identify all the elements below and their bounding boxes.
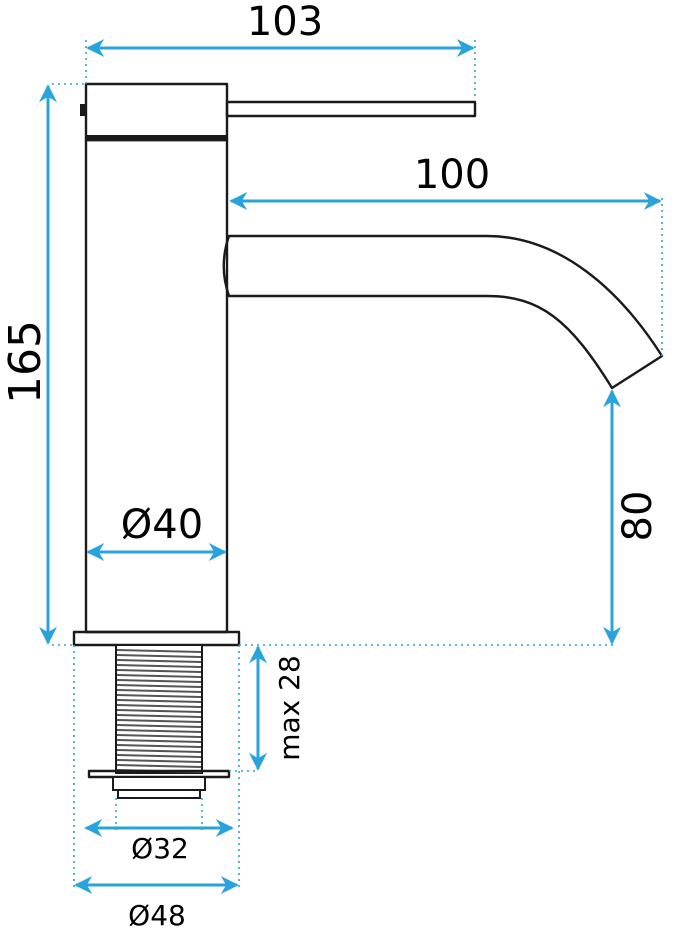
nut-lower <box>117 789 201 799</box>
nut <box>112 776 206 791</box>
thread-line <box>116 654 202 658</box>
thread-line <box>116 759 202 763</box>
thread-line <box>116 689 202 693</box>
base-flange <box>72 630 241 647</box>
thread-line <box>116 674 202 678</box>
thread-line <box>116 734 202 738</box>
threaded-shank <box>115 644 203 774</box>
label-spout-height: 80 <box>615 491 661 542</box>
thread-line <box>116 714 202 718</box>
thread-line <box>116 699 202 703</box>
handle-lever <box>225 100 477 118</box>
faucet-body <box>84 138 229 634</box>
thread-line <box>116 664 202 668</box>
thread-line <box>116 739 202 743</box>
thread-line <box>116 694 202 698</box>
dimension-arrows <box>39 39 662 894</box>
label-body-diameter: Ø40 <box>121 502 203 548</box>
label-spout-reach: 100 <box>414 152 490 198</box>
handle-cap <box>84 82 229 142</box>
spout <box>222 234 664 390</box>
handle-knob <box>80 104 86 116</box>
label-base-diameter: Ø48 <box>128 899 186 932</box>
thread-line <box>116 724 202 728</box>
thread-line <box>116 744 202 748</box>
thread-line <box>116 764 202 768</box>
thread-line <box>116 754 202 758</box>
thread-line <box>116 684 202 688</box>
thread-line <box>116 679 202 683</box>
label-thread-diameter: Ø32 <box>131 832 189 865</box>
thread-line <box>116 649 202 653</box>
extension-lines <box>52 40 663 887</box>
thread-line <box>116 709 202 713</box>
thread-line <box>116 729 202 733</box>
dimension-labels: 103 100 165 80 Ø40 max 28 Ø32 Ø48 <box>0 0 661 932</box>
faucet-outline <box>72 82 664 799</box>
thread-line <box>116 704 202 708</box>
thread-line <box>116 749 202 753</box>
label-max-thickness: max 28 <box>273 655 306 761</box>
thread-line <box>116 659 202 663</box>
label-total-height: 165 <box>0 320 51 404</box>
thread-line <box>116 669 202 673</box>
label-handle-width: 103 <box>247 0 323 45</box>
thread-line <box>116 719 202 723</box>
